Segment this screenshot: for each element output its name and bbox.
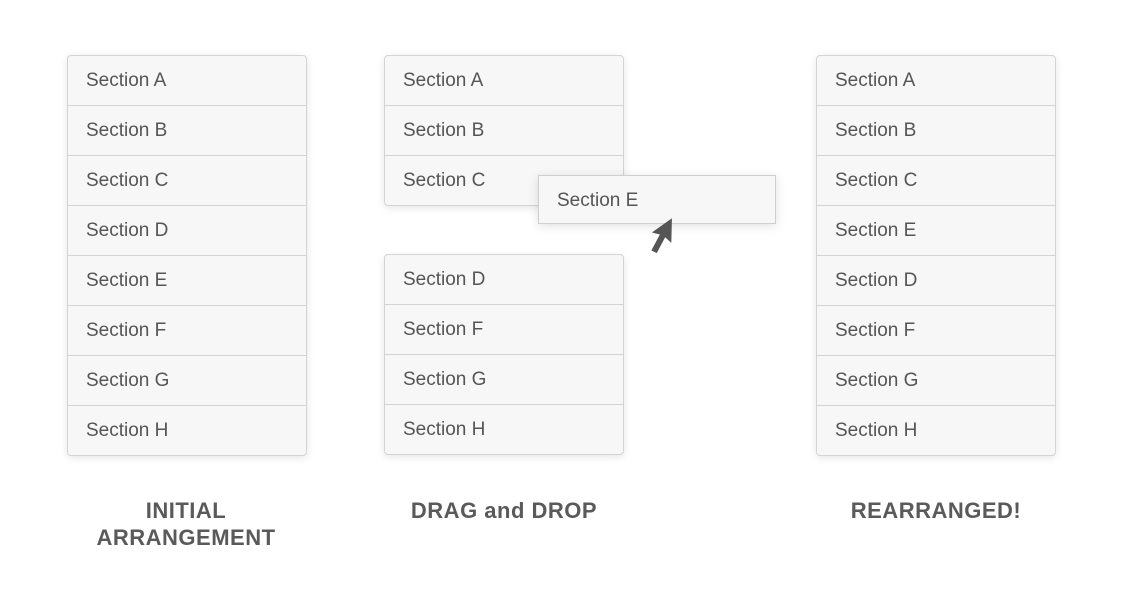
list-item[interactable]: Section C <box>68 156 306 206</box>
list-item[interactable]: Section E <box>817 206 1055 256</box>
list-item[interactable]: Section A <box>68 56 306 106</box>
list-item[interactable]: Section D <box>68 206 306 256</box>
list-item[interactable]: Section G <box>68 356 306 406</box>
initial-list: Section A Section B Section C Section D … <box>67 55 307 456</box>
list-item[interactable]: Section A <box>385 56 623 106</box>
list-item[interactable]: Section H <box>86 420 169 441</box>
list-item[interactable]: Section B <box>817 106 1055 156</box>
caption-line: ARRANGEMENT <box>96 525 276 550</box>
list-item[interactable]: Section H <box>403 419 486 440</box>
list-item[interactable]: Section C <box>817 156 1055 206</box>
dragged-item[interactable]: Section E <box>538 175 776 224</box>
list-item[interactable]: Section E <box>68 256 306 306</box>
list-item[interactable]: Section A <box>817 56 1055 106</box>
arrow-cursor-icon <box>651 218 672 254</box>
rearranged-caption: REARRANGED! <box>796 497 1076 524</box>
list-item[interactable]: Section B <box>385 106 623 156</box>
list-item[interactable]: Section G <box>385 355 623 405</box>
caption-line: REARRANGED! <box>850 498 1022 523</box>
caption-line: DRAG and DROP <box>410 498 598 523</box>
list-item[interactable]: Section H <box>835 420 918 441</box>
list-item[interactable]: Section F <box>385 305 623 355</box>
list-item[interactable]: Section D <box>385 255 623 305</box>
list-item[interactable]: Section D <box>817 256 1055 306</box>
list-item[interactable]: Section G <box>817 356 1055 406</box>
list-item[interactable]: Section F <box>68 306 306 356</box>
caption-line: INITIAL <box>145 498 227 523</box>
list-item[interactable]: Section F <box>817 306 1055 356</box>
drag-top-list: Section A Section B Section C <box>384 55 624 206</box>
initial-caption: INITIAL ARRANGEMENT <box>67 497 305 551</box>
drag-caption: DRAG and DROP <box>364 497 644 524</box>
list-item[interactable]: Section C <box>403 170 486 191</box>
rearranged-list: Section A Section B Section C Section E … <box>816 55 1056 456</box>
list-item[interactable]: Section B <box>68 106 306 156</box>
drag-bottom-list: Section D Section F Section G Section H <box>384 254 624 455</box>
